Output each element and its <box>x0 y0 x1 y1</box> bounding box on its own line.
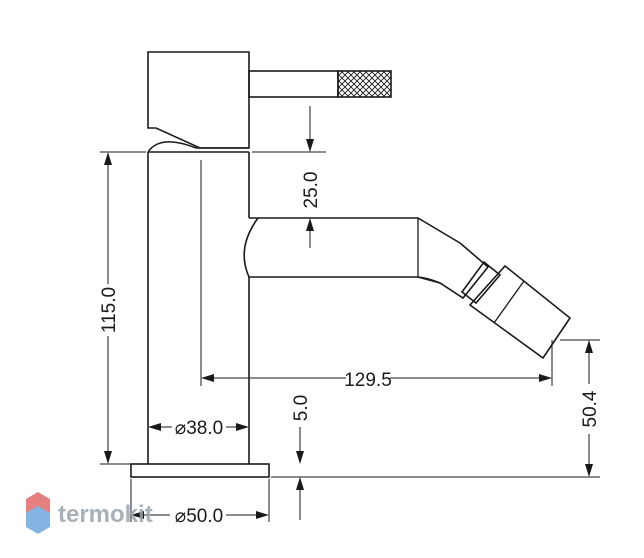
handle-knurled-grip <box>337 70 392 98</box>
dimension-lines <box>100 106 600 522</box>
dimension-labels: 25.0 115.0 129.5 ⌀38.0 5.0 ⌀50.0 50.4 <box>99 172 601 527</box>
spout-junction-curve <box>243 217 259 278</box>
dim-base-diameter: ⌀50.0 <box>175 506 223 527</box>
dim-body-diameter: ⌀38.0 <box>175 418 223 439</box>
faucet-outline <box>130 51 572 478</box>
base-plate <box>130 463 270 478</box>
dim-nozzle-height: 50.4 <box>580 390 601 427</box>
watermark-brand: termokit <box>58 501 153 528</box>
nozzle-collar <box>460 260 502 305</box>
handle-head <box>147 51 250 149</box>
termokit-logo-icon <box>26 492 50 534</box>
dim-total-height: 115.0 <box>99 287 120 333</box>
spout-bottom <box>249 276 441 284</box>
spout-top <box>249 217 461 244</box>
nozzle-head <box>468 264 572 360</box>
spout-angled-section <box>417 242 490 300</box>
dim-spout-reach: 129.5 <box>344 370 392 391</box>
handle-lever <box>248 70 339 98</box>
dim-spout-drop: 25.0 <box>301 172 322 209</box>
dim-base-thickness: 5.0 <box>291 395 312 421</box>
termokit-watermark: termokit <box>26 492 153 534</box>
cap-dome <box>147 141 197 153</box>
